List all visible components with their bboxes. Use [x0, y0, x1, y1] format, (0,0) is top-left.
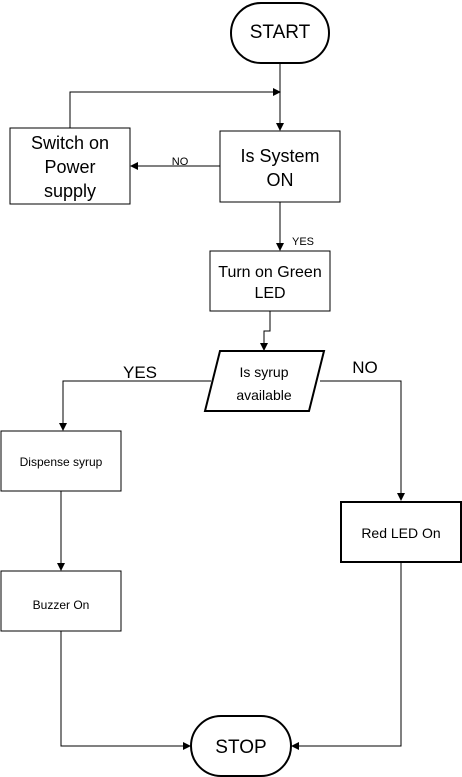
- buzzer-on-label: Buzzer On: [33, 598, 90, 612]
- is-system-on-line2: ON: [267, 170, 294, 190]
- edge-syrup-yes-to-dispense: [59, 380, 211, 431]
- red-led-on-label: Red LED On: [361, 525, 440, 541]
- is-system-on-line1: Is System: [240, 146, 319, 166]
- stop-label: STOP: [215, 737, 266, 758]
- edge-power-loop-back: [69, 88, 281, 128]
- edge-label-syrup-yes: YES: [123, 363, 157, 382]
- dispense-syrup-label: Dispense syrup: [20, 455, 103, 469]
- is-system-on-decision: Is System ON: [219, 130, 341, 203]
- switch-on-power-process: Switch on Power supply: [9, 127, 131, 205]
- edge-label-syrup-no: NO: [352, 358, 378, 377]
- switch-on-power-line1: Switch on: [31, 133, 109, 153]
- edge-buzzer-to-stop: [60, 631, 191, 750]
- turn-on-green-led-line1: Turn on Green: [218, 264, 321, 281]
- start-terminal: START: [230, 2, 330, 64]
- edge-label-system-yes: YES: [292, 236, 314, 248]
- is-syrup-available-decision: Is syrup available: [203, 350, 326, 412]
- edge-green-to-syrup: [260, 311, 271, 351]
- edge-redled-to-stop: [291, 562, 402, 750]
- is-syrup-available-line1: Is syrup: [239, 364, 288, 380]
- buzzer-on-process: Buzzer On: [0, 570, 122, 632]
- red-led-on-process: Red LED On: [340, 501, 462, 563]
- edge-syrup-no-to-redled: [320, 380, 405, 501]
- is-syrup-available-line2: available: [236, 387, 291, 403]
- start-label: START: [250, 22, 311, 43]
- turn-on-green-led-process: Turn on Green LED: [209, 250, 331, 312]
- edge-label-system-no: NO: [172, 156, 189, 168]
- turn-on-green-led-line2: LED: [254, 285, 285, 302]
- dispense-syrup-process: Dispense syrup: [0, 430, 122, 492]
- stop-terminal: STOP: [190, 715, 292, 777]
- switch-on-power-line2: Power: [44, 157, 95, 177]
- switch-on-power-line3: supply: [44, 181, 96, 201]
